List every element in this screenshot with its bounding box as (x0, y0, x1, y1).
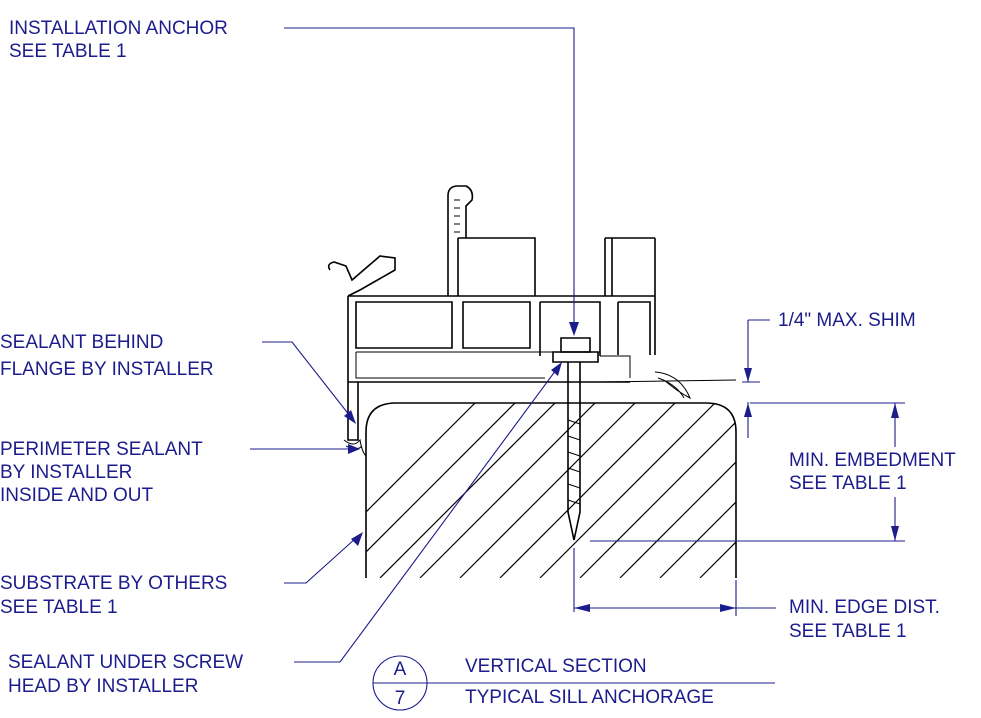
sealant-under-screw-line-1: SEALANT UNDER SCREW (8, 652, 243, 673)
callout-min-embedment: MIN. EMBEDMENT SEE TABLE 1 (789, 450, 956, 494)
min-edge-dist-line-2: SEE TABLE 1 (789, 621, 907, 642)
nailing-flange (347, 382, 359, 441)
hatch-line (539, 403, 716, 578)
max-shim-line-1: 1/4" MAX. SHIM (778, 310, 916, 331)
sheet-number: 7 (395, 688, 406, 709)
shim (599, 379, 737, 383)
callout-substrate: SUBSTRATE BY OTHERS SEE TABLE 1 (0, 573, 227, 618)
callout-installation-anchor: INSTALLATION ANCHOR SEE TABLE 1 (9, 18, 228, 62)
screw-head (560, 337, 591, 353)
callout-max-shim: 1/4" MAX. SHIM (778, 310, 916, 331)
callout-sealant-behind-flange: SEALANT BEHIND FLANGE BY INSTALLER (0, 332, 214, 380)
installation-screw (552, 337, 599, 541)
substrate-leader (284, 537, 357, 584)
interior-glazing-leg (447, 185, 474, 296)
screw-shank (567, 362, 581, 541)
detail-subtitle: TYPICAL SILL ANCHORAGE (465, 687, 714, 708)
shim-dimension-arrow-bottom (744, 403, 752, 417)
hatch-line (419, 403, 596, 578)
embedment-dimension (590, 402, 905, 542)
installation-anchor-line-2: SEE TABLE 1 (9, 41, 127, 62)
hatch-line (366, 403, 476, 578)
frame-lower-rail (355, 351, 631, 379)
installation-anchor-leader (284, 27, 575, 322)
detail-letter: A (394, 659, 407, 680)
hatch-line (579, 403, 736, 578)
edge-distance-arrow-left (574, 604, 590, 612)
sealant-under-screw-arrow (551, 362, 562, 376)
interior-glazing-leg-serrations (454, 199, 460, 233)
embedment-arrow-top (891, 403, 899, 418)
hatch-line (659, 403, 736, 578)
hatch-line (619, 403, 736, 578)
substrate-hatching (366, 403, 981, 578)
screw-threads (567, 419, 581, 505)
sealant-behind-flange-leader (262, 341, 351, 417)
edge-distance-dimension (573, 548, 776, 616)
hatch-line (459, 403, 636, 578)
installation-anchor-arrow (569, 322, 579, 336)
sealant-behind-flange-line-1: SEALANT BEHIND (0, 332, 163, 353)
perimeter-sealant-interior (654, 371, 691, 400)
perimeter-sealant-line-2: BY INSTALLER (0, 462, 132, 483)
callout-perimeter-sealant: PERIMETER SEALANT BY INSTALLER INSIDE AN… (0, 439, 203, 506)
perimeter-sealant-arrow (348, 444, 360, 454)
substrate-arrow (351, 532, 363, 546)
detail-title: VERTICAL SECTION (465, 656, 647, 677)
hatch-line (699, 403, 736, 578)
min-embedment-line-1: MIN. EMBEDMENT (789, 450, 956, 471)
edge-distance-arrow-right (720, 604, 736, 612)
shim-dimension (742, 319, 770, 438)
substrate-line-1: SUBSTRATE BY OTHERS (0, 573, 227, 594)
min-embedment-line-2: SEE TABLE 1 (789, 473, 907, 494)
embedment-arrow-bottom (891, 526, 899, 541)
callout-min-edge-dist: MIN. EDGE DIST. SEE TABLE 1 (789, 597, 940, 642)
substrate-line-2: SEE TABLE 1 (0, 597, 118, 618)
frame-chamber-upper (457, 237, 655, 296)
perimeter-sealant-line-1: PERIMETER SEALANT (0, 439, 203, 460)
sill-frame-profile (327, 185, 737, 457)
frame-chamber-walls (355, 301, 651, 356)
sealant-behind-flange-arrow (344, 410, 356, 424)
dimension-lines (573, 319, 905, 616)
hatch-line (900, 403, 981, 578)
substrate-outline (365, 402, 737, 578)
min-edge-dist-line-1: MIN. EDGE DIST. (789, 597, 940, 618)
exterior-lip (327, 255, 396, 297)
substrate (365, 402, 981, 578)
leader-lines (250, 27, 579, 663)
installation-anchor-line-1: INSTALLATION ANCHOR (9, 18, 228, 39)
hatch-line (366, 403, 516, 578)
frame-outer-wall (347, 238, 656, 383)
screw-washer (552, 351, 599, 363)
sealant-under-screw-line-2: HEAD BY INSTALLER (8, 676, 198, 697)
hatch-line (499, 403, 676, 578)
shim-dimension-arrow-top (744, 368, 752, 382)
sealant-behind-flange-line-2: FLANGE BY INSTALLER (0, 359, 214, 380)
detail-title-block: A 7 VERTICAL SECTION TYPICAL SILL ANCHOR… (372, 655, 775, 711)
sealant-under-screw-leader (294, 369, 557, 663)
callout-sealant-under-screw: SEALANT UNDER SCREW HEAD BY INSTALLER (8, 652, 243, 697)
perimeter-sealant-line-3: INSIDE AND OUT (0, 485, 153, 506)
